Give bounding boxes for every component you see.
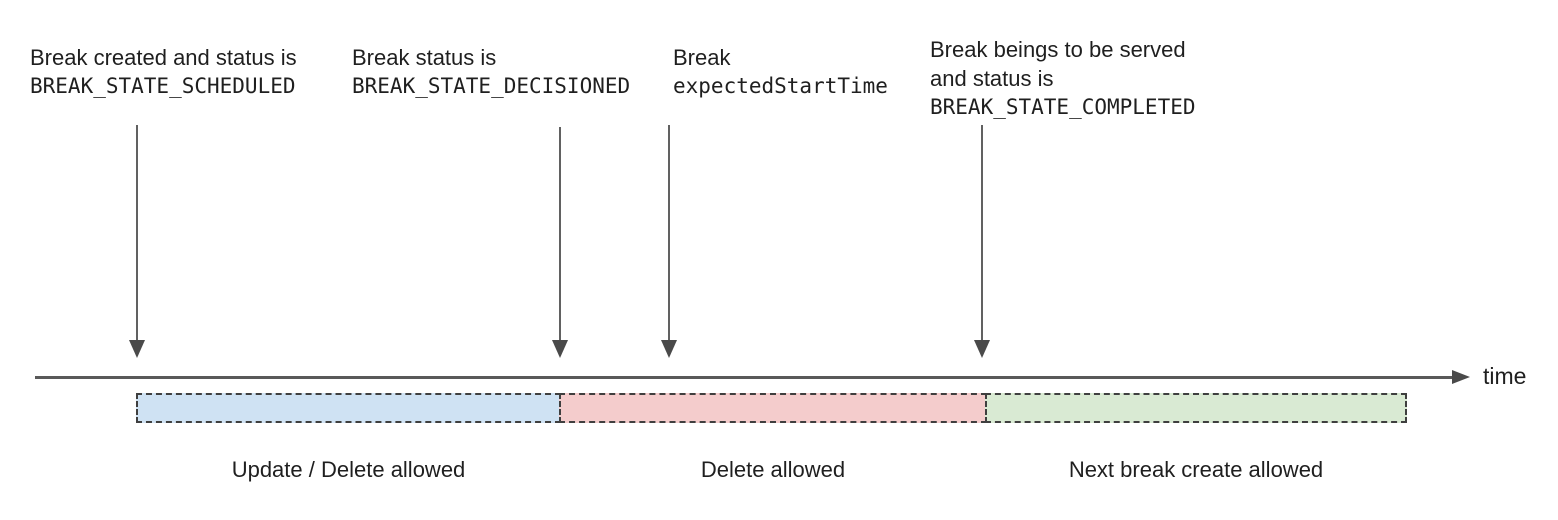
annotation-field-name: expectedStartTime <box>673 74 888 98</box>
down-arrowhead-icon <box>129 340 145 358</box>
time-axis-label: time <box>1483 363 1527 389</box>
segment-update-delete-allowed <box>136 393 561 423</box>
segment-delete-allowed <box>559 393 987 423</box>
arrow-shaft <box>668 125 670 343</box>
annotation-text-line: Break <box>673 45 731 70</box>
event-arrow-completed <box>974 125 990 358</box>
segment-label-next-break: Next break create allowed <box>1068 457 1324 482</box>
segment-next-break-create-allowed <box>985 393 1407 423</box>
event-arrow-scheduled <box>129 125 145 358</box>
annotation-break-completed: Break beings to be served and status is … <box>930 35 1196 122</box>
down-arrowhead-icon <box>974 340 990 358</box>
time-axis-line <box>35 376 1452 379</box>
annotation-state-constant: BREAK_STATE_COMPLETED <box>930 95 1196 119</box>
arrow-shaft <box>559 127 561 343</box>
down-arrowhead-icon <box>552 340 568 358</box>
arrow-shaft <box>136 125 138 343</box>
annotation-expected-start-time: Break expectedStartTime <box>673 43 888 101</box>
annotation-text-line: Break created and status is <box>30 45 297 70</box>
event-arrow-decisioned <box>552 127 568 358</box>
down-arrowhead-icon <box>661 340 677 358</box>
annotation-text-line: Break beings to be served <box>930 37 1186 62</box>
annotation-state-constant: BREAK_STATE_SCHEDULED <box>30 74 296 98</box>
annotation-break-scheduled: Break created and status is BREAK_STATE_… <box>30 43 297 101</box>
arrow-shaft <box>981 125 983 343</box>
segment-label-update-delete: Update / Delete allowed <box>231 457 466 482</box>
annotation-text-line: Break status is <box>352 45 497 70</box>
right-arrowhead-icon <box>1452 370 1470 384</box>
segment-label-delete: Delete allowed <box>700 457 846 482</box>
annotation-text-line: and status is <box>930 66 1054 91</box>
event-arrow-expected-start <box>661 125 677 358</box>
annotation-break-decisioned: Break status is BREAK_STATE_DECISIONED <box>352 43 630 101</box>
annotation-state-constant: BREAK_STATE_DECISIONED <box>352 74 631 98</box>
